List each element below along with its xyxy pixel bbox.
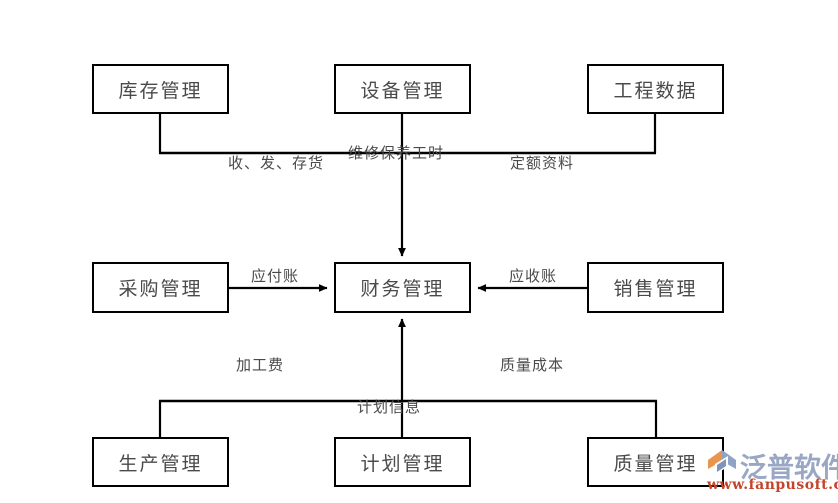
- node-sales[interactable]: 销售管理: [587, 262, 724, 313]
- edge-label-receive-issue-stock: 收、发、存货: [228, 154, 325, 172]
- node-equipment[interactable]: 设备管理: [334, 64, 471, 114]
- node-finance[interactable]: 财务管理: [334, 262, 471, 313]
- edge-label-plan-info: 计划信息: [357, 398, 422, 416]
- node-equipment-label: 设备管理: [360, 79, 445, 102]
- edge-label-quota-data: 定额资料: [510, 154, 575, 172]
- node-planning-label: 计划管理: [360, 452, 445, 475]
- node-production-label: 生产管理: [118, 452, 203, 475]
- node-sales-label: 销售管理: [613, 278, 698, 300]
- node-inventory[interactable]: 库存管理: [92, 64, 229, 114]
- node-purchasing[interactable]: 采购管理: [92, 262, 229, 313]
- edge-label-maintenance-hours: 维修保养工时: [348, 144, 445, 162]
- node-purchasing-label: 采购管理: [118, 278, 203, 300]
- node-quality[interactable]: 质量管理: [587, 437, 724, 487]
- node-quality-label: 质量管理: [613, 452, 698, 475]
- node-production[interactable]: 生产管理: [92, 437, 229, 487]
- edge-label-processing-fee: 加工费: [236, 356, 285, 374]
- edge-label-accounts-receivable: 应收账: [509, 267, 558, 285]
- node-inventory-label: 库存管理: [118, 79, 203, 102]
- node-finance-label: 财务管理: [360, 278, 445, 300]
- edge-label-quality-cost: 质量成本: [500, 356, 565, 374]
- node-engineering-data-label: 工程数据: [613, 79, 698, 102]
- node-planning[interactable]: 计划管理: [334, 437, 471, 487]
- edge-label-accounts-payable: 应付账: [251, 267, 300, 285]
- node-engineering-data[interactable]: 工程数据: [587, 64, 724, 114]
